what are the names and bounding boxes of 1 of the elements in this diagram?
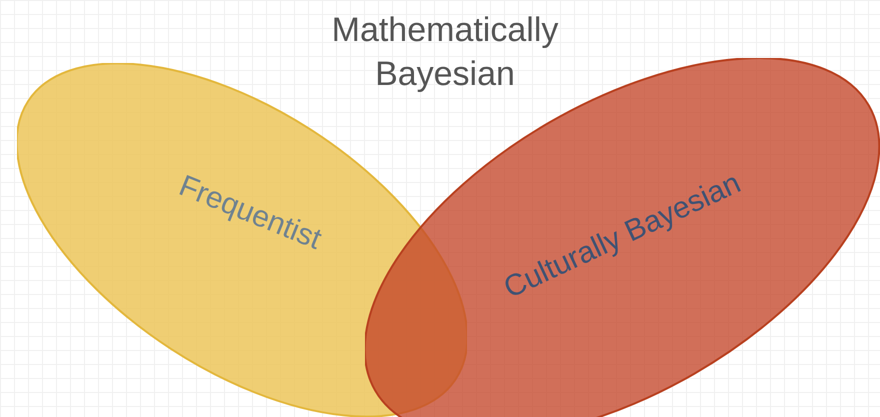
region-label: Mathematically Bayesian <box>330 10 560 95</box>
